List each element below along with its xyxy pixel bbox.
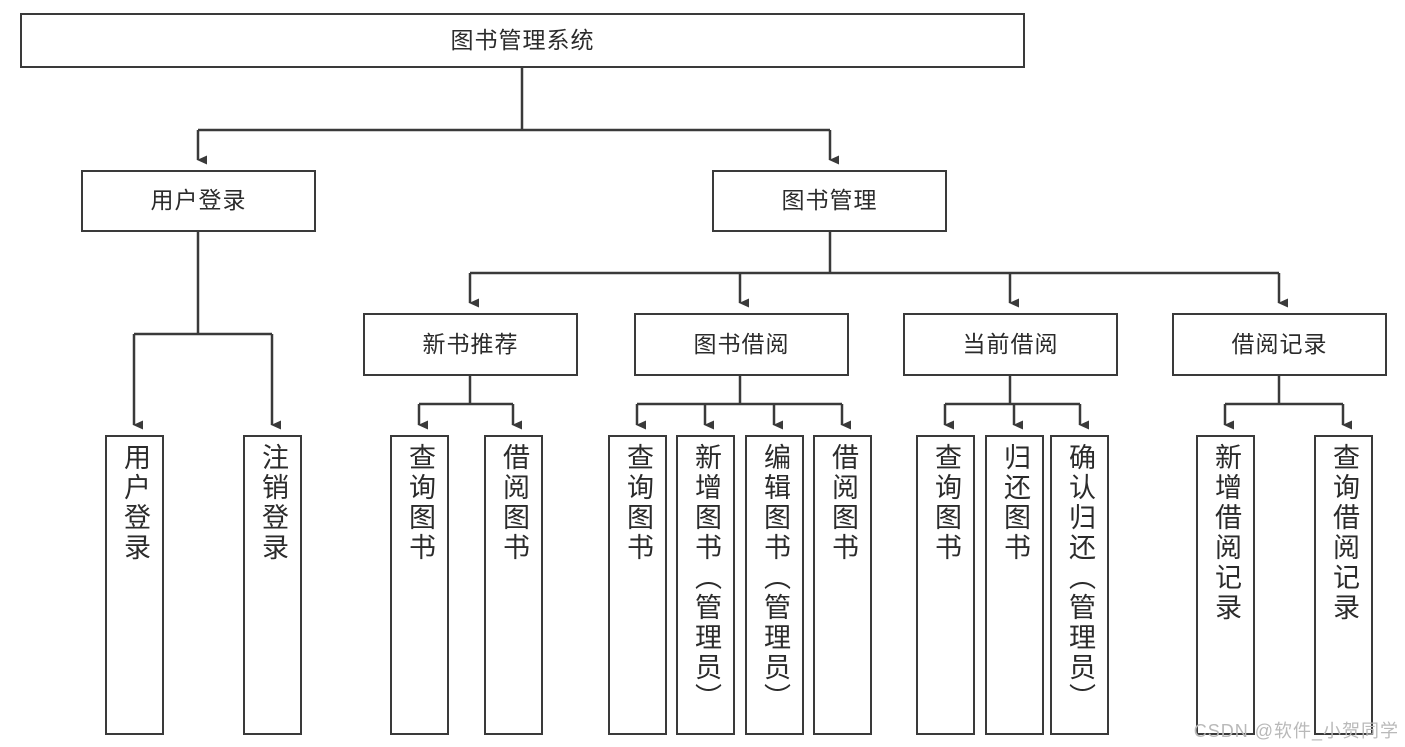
- node-user-login[interactable]: 用户登录: [81, 170, 316, 232]
- leaf-label: 查询图书: [623, 443, 653, 563]
- leaf-label: 借阅图书: [499, 443, 529, 563]
- leaf-label: 编辑图书（管理员）: [760, 443, 790, 713]
- node-current-borrow[interactable]: 当前借阅: [903, 313, 1118, 376]
- leaf-label: 用户登录: [120, 443, 150, 563]
- leaf-book-borrow-add[interactable]: 新增图书（管理员）: [676, 435, 735, 735]
- leaf-label: 新增借阅记录: [1211, 443, 1241, 623]
- node-book-management-label: 图书管理: [781, 187, 878, 214]
- leaf-borrow-record-query[interactable]: 查询借阅记录: [1314, 435, 1373, 735]
- leaf-label: 注销登录: [258, 443, 288, 563]
- leaf-new-book-query[interactable]: 查询图书: [390, 435, 449, 735]
- leaf-user-login-logout[interactable]: 注销登录: [243, 435, 302, 735]
- node-borrow-record[interactable]: 借阅记录: [1172, 313, 1387, 376]
- node-root-label: 图书管理系统: [450, 26, 595, 53]
- node-new-book-recommend[interactable]: 新书推荐: [363, 313, 578, 376]
- node-new-book-recommend-label: 新书推荐: [422, 330, 519, 357]
- leaf-user-login-login[interactable]: 用户登录: [105, 435, 164, 735]
- node-current-borrow-label: 当前借阅: [962, 330, 1059, 357]
- leaf-label: 借阅图书: [828, 443, 858, 563]
- leaf-current-borrow-query[interactable]: 查询图书: [916, 435, 975, 735]
- leaf-book-borrow-borrow[interactable]: 借阅图书: [813, 435, 872, 735]
- leaf-new-book-borrow[interactable]: 借阅图书: [484, 435, 543, 735]
- leaf-label: 查询图书: [931, 443, 961, 563]
- node-book-borrow-label: 图书借阅: [693, 330, 790, 357]
- leaf-book-borrow-edit[interactable]: 编辑图书（管理员）: [745, 435, 804, 735]
- leaf-borrow-record-add[interactable]: 新增借阅记录: [1196, 435, 1255, 735]
- node-book-borrow[interactable]: 图书借阅: [634, 313, 849, 376]
- node-root[interactable]: 图书管理系统: [20, 13, 1025, 68]
- node-borrow-record-label: 借阅记录: [1231, 330, 1328, 357]
- leaf-current-borrow-return[interactable]: 归还图书: [985, 435, 1044, 735]
- leaf-label: 查询借阅记录: [1329, 443, 1359, 623]
- node-book-management[interactable]: 图书管理: [712, 170, 947, 232]
- leaf-label: 确认归还（管理员）: [1065, 443, 1095, 713]
- leaf-current-borrow-confirm-return[interactable]: 确认归还（管理员）: [1050, 435, 1109, 735]
- node-user-login-label: 用户登录: [150, 187, 247, 214]
- leaf-book-borrow-query[interactable]: 查询图书: [608, 435, 667, 735]
- leaf-label: 新增图书（管理员）: [691, 443, 721, 713]
- watermark: CSDN @软件_小贺同学: [1193, 721, 1399, 741]
- leaf-label: 查询图书: [405, 443, 435, 563]
- leaf-label: 归还图书: [1000, 443, 1030, 563]
